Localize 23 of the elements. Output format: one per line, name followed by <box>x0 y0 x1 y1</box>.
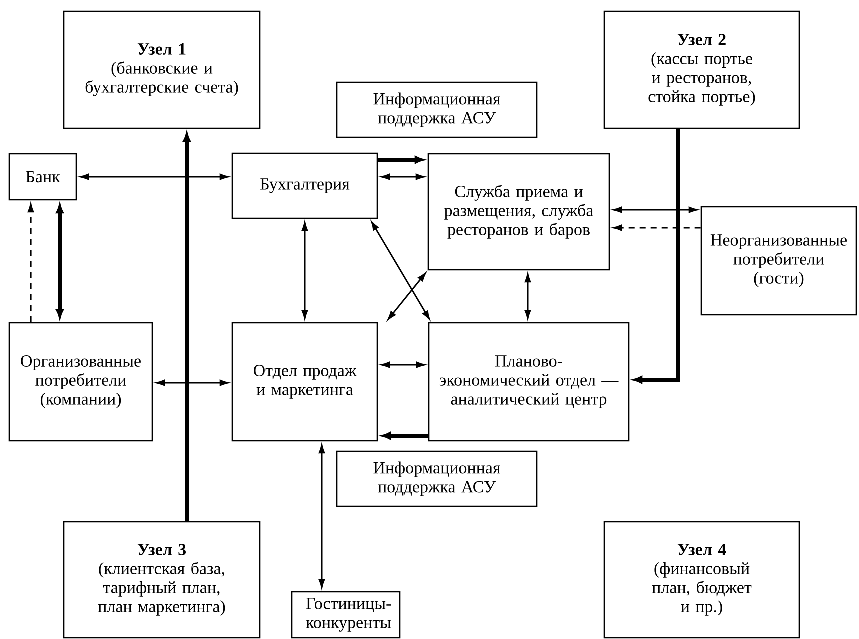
node-box: Узел 2 (кассы портье и ресторанов, стойка портье) <box>604 10 800 130</box>
process-box: Банк <box>8 153 78 201</box>
node-box: Узел 3 (клиентская база, тарифный план, план маркетинга) <box>63 521 261 639</box>
process-box: Служба приема и размещения, служба ресторанов и баров <box>428 153 610 271</box>
process-box: Гостиницы-конкуренты <box>291 591 401 639</box>
arrow <box>371 222 430 320</box>
process-box: Организованные потребители (компании) <box>8 322 154 442</box>
arrow <box>524 274 532 320</box>
arrow <box>381 174 425 180</box>
process-box: Неорганизованные потребители (гости) <box>700 206 858 316</box>
arrow <box>388 272 426 320</box>
process-box: Информационная поддержка АСУ <box>336 82 538 138</box>
process-box: Бухгалтерия <box>232 152 378 220</box>
process-box: Информационная поддержка АСУ <box>336 450 538 508</box>
arrow <box>156 380 229 386</box>
node-box: Узел 1 (банковские и бухгалтерские счета) <box>63 10 261 130</box>
process-box: Планово-экономический отдел — аналитический центр <box>428 322 630 442</box>
node-box: Узел 4 (финансовый план, бюджет и пр.) <box>604 521 800 639</box>
arrow <box>381 362 426 368</box>
arrow <box>302 222 308 320</box>
arrow <box>80 174 229 180</box>
process-box: Отдел продаж и маркетинга <box>232 322 378 442</box>
arrow <box>318 444 326 588</box>
